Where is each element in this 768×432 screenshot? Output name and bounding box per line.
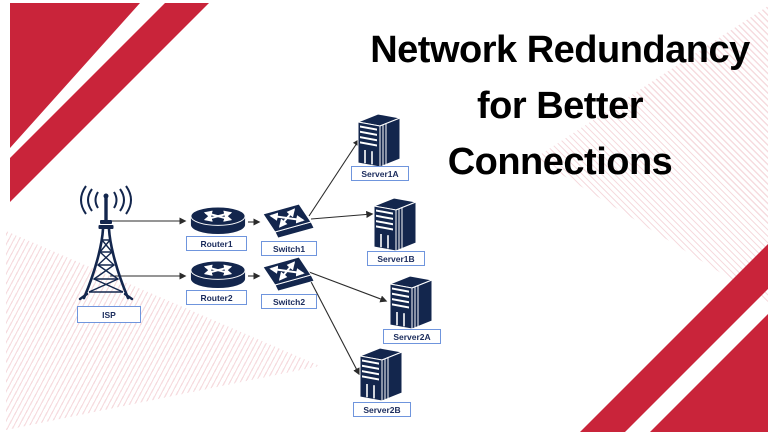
isp-node — [73, 184, 139, 304]
router1-node — [189, 204, 247, 238]
node-label-server2b: Server2B — [353, 402, 411, 417]
server2a-node — [388, 272, 436, 330]
arrow-switch2-server2b — [306, 273, 360, 376]
router2-node — [189, 258, 247, 292]
server-icon — [372, 197, 418, 252]
switch-icon — [262, 256, 315, 292]
node-label-switch2: Switch2 — [261, 294, 317, 309]
node-label-server2a: Server2A — [383, 329, 441, 344]
server1b-node — [372, 194, 420, 252]
arrow-switch1-server1a — [308, 138, 360, 217]
cell-tower-icon — [78, 185, 134, 301]
switch1-node — [261, 200, 315, 246]
node-label-router2: Router2 — [186, 290, 247, 305]
node-label-isp: ISP — [77, 306, 141, 323]
arrow-switch1-server1b — [310, 210, 374, 220]
server2b-node — [358, 344, 406, 402]
switch2-node — [261, 253, 315, 299]
server-icon — [358, 347, 404, 402]
server-icon — [388, 275, 434, 330]
title-line-1: Network Redundancy — [370, 29, 750, 71]
slide-title: Network Redundancy for Better Connection… — [352, 22, 768, 190]
node-label-server1b: Server1B — [367, 251, 425, 266]
server1a-node — [356, 110, 404, 168]
title-line-2: for Better — [476, 85, 644, 127]
title-line-3: Connections — [447, 141, 673, 183]
switch-icon — [262, 203, 315, 239]
arrow-switch2-server2a — [308, 271, 388, 303]
node-label-router1: Router1 — [186, 236, 247, 251]
node-label-server1a: Server1A — [351, 166, 409, 181]
node-label-switch1: Switch1 — [261, 241, 317, 256]
server-icon — [356, 113, 402, 168]
router-icon — [190, 260, 246, 289]
router-icon — [190, 206, 246, 235]
